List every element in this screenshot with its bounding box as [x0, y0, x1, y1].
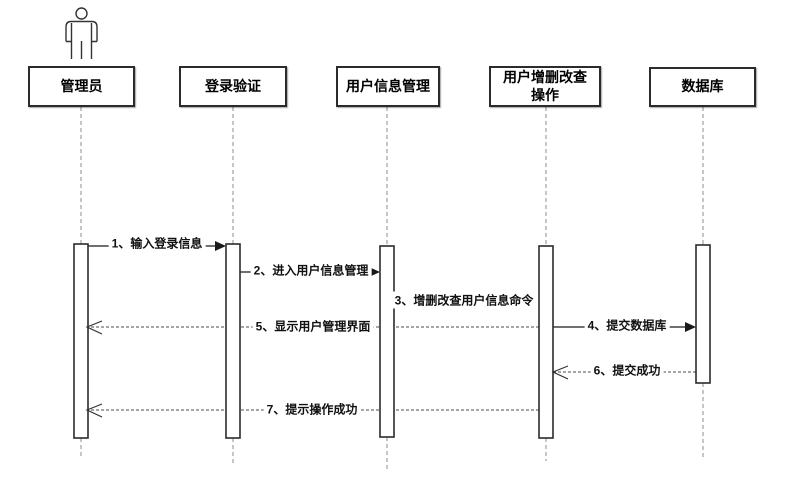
message-label-6: 6、提交成功 — [590, 361, 664, 379]
participant-box-userinfo: 用户信息管理 — [336, 66, 440, 107]
participant-label-db: 数据库 — [681, 78, 724, 95]
message-label-1: 1、输入登录信息 — [108, 234, 206, 252]
participant-label-admin: 管理员 — [60, 77, 103, 94]
lifelines-lower — [80, 383, 704, 472]
filled-arrowheads — [215, 241, 696, 332]
message-label-3: 3、增删改查用户信息命令 — [391, 291, 537, 309]
participant-box-admin: 管理员 — [28, 66, 135, 107]
activation-bar-crud — [538, 245, 554, 439]
arrowhead-message-2 — [369, 267, 380, 277]
participant-label-crud: 用户增删改查操作 — [503, 69, 587, 103]
message-label-4: 4、提交数据库 — [584, 316, 670, 334]
participant-label-login: 登录验证 — [205, 77, 261, 94]
message-label-7: 7、提示操作成功 — [263, 400, 361, 418]
participant-box-db: 数据库 — [649, 67, 756, 107]
arrowhead-message-1 — [215, 241, 226, 251]
activation-bar-admin — [73, 243, 89, 439]
activation-bars — [73, 243, 711, 439]
message-label-5: 5、显示用户管理界面 — [252, 317, 374, 335]
arrowhead-message-5 — [85, 320, 103, 335]
message-label-2: 2、进入用户信息管理 — [250, 261, 372, 279]
open-arrowheads — [85, 320, 569, 418]
arrowhead-message-4 — [685, 322, 696, 332]
activation-bar-db — [695, 244, 711, 384]
arrowhead-message-7 — [85, 403, 103, 418]
participant-label-userinfo: 用户信息管理 — [346, 77, 430, 94]
participant-box-login: 登录验证 — [179, 66, 287, 107]
activation-bar-userinfo — [379, 245, 395, 438]
participant-box-crud: 用户增删改查操作 — [489, 66, 601, 107]
activation-bar-login — [225, 243, 241, 439]
actor-figure-icon — [65, 7, 98, 59]
lifelines-upper — [80, 107, 704, 246]
arrowhead-message-6 — [551, 365, 569, 380]
